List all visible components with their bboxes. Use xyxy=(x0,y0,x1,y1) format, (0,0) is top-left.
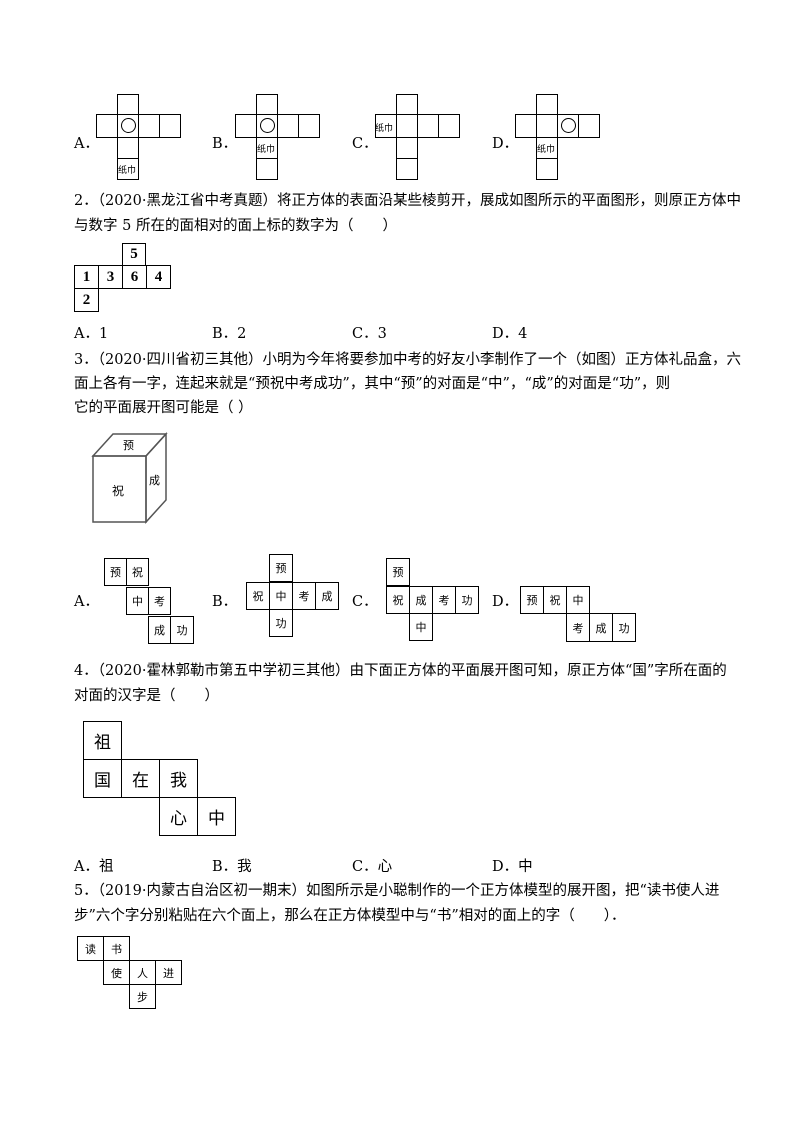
net-cell: 预 xyxy=(520,586,544,614)
net-cell: 3 xyxy=(98,265,123,289)
tissue-label: 纸巾 xyxy=(375,124,394,134)
net-cell: 成 xyxy=(315,582,339,610)
tissue-label: 纸巾 xyxy=(257,145,276,155)
q2-text-line2: 与数字 5 所在的面相对的面上标的数字为（ ） xyxy=(74,218,397,234)
net-cell: 预 xyxy=(269,554,293,582)
q3-option-a-letter: A． xyxy=(74,594,99,610)
net-cell: 考 xyxy=(292,582,316,610)
q1-option-d-letter: D． xyxy=(492,136,519,152)
q3-option-c-net: 预 祝 成 考 功 中 xyxy=(386,558,481,642)
net-cell: 6 xyxy=(122,265,147,289)
cube-outline xyxy=(91,432,168,524)
q4-option-a: A．祖 xyxy=(74,859,114,875)
q4-text-line2: 对面的汉字是（ ） xyxy=(74,688,219,704)
net-cell: 2 xyxy=(74,288,99,312)
net-cell: 预 xyxy=(386,558,410,586)
net-cell: 步 xyxy=(129,984,156,1009)
q3-option-d-letter: D． xyxy=(492,594,519,610)
q2-option-a: A．1 xyxy=(74,326,109,342)
q1-option-c-letter: C． xyxy=(352,136,378,152)
q2-option-c: C．3 xyxy=(352,326,387,342)
net-cell: 成 xyxy=(148,616,171,644)
circle-icon xyxy=(121,118,136,133)
q1-option-b-figure: 纸巾 xyxy=(235,94,335,182)
q3-cube-figure: 预 祝 成 xyxy=(88,430,174,526)
q2-option-b: B．2 xyxy=(212,326,247,342)
net-cell: 中 xyxy=(269,582,293,610)
q3-option-d-net: 预 祝 中 考 成 功 xyxy=(520,586,640,644)
net-cell: 使 xyxy=(103,960,130,985)
circle-icon xyxy=(260,118,275,133)
net-cell: 我 xyxy=(159,759,198,798)
net-cell: 祝 xyxy=(126,558,149,586)
net-cell: 成 xyxy=(589,613,613,642)
net-cell: 1 xyxy=(74,265,99,289)
net-cell: 功 xyxy=(269,609,293,637)
q2-text-line1: 2．（2020·黑龙江省中考真题）将正方体的表面沿某些棱剪开，展成如图所示的平面… xyxy=(74,193,741,209)
net-cell: 中 xyxy=(197,797,236,836)
net-cell: 祖 xyxy=(83,721,122,760)
net-cell: 4 xyxy=(146,265,171,289)
net-cell: 读 xyxy=(77,936,104,961)
net-cell: 祝 xyxy=(386,586,410,614)
net-cell: 国 xyxy=(83,759,122,798)
q1-option-b-letter: B． xyxy=(212,136,238,152)
q1-option-c-figure: 纸巾 xyxy=(375,94,475,182)
q3-option-b-letter: B． xyxy=(212,594,238,610)
net-cell: 预 xyxy=(104,558,127,586)
net-cell: 中 xyxy=(409,613,433,641)
net-cell: 考 xyxy=(566,613,590,642)
q1-option-a-letter: A． xyxy=(74,136,99,152)
net-cell: 心 xyxy=(159,797,198,836)
net-cell: 祝 xyxy=(246,582,270,610)
tissue-label: 纸巾 xyxy=(118,166,137,176)
q4-text-line1: 4．（2020·霍林郭勒市第五中学初三其他）由下面正方体的平面展开图可知，原正方… xyxy=(74,663,727,679)
net-cell: 中 xyxy=(566,586,590,614)
q2-net-figure: 5 1 3 6 4 2 xyxy=(74,243,174,313)
q3-text-line2: 面上各有一字，连起来就是“预祝中考成功”，其中“预”的对面是“中”，“成”的对面… xyxy=(74,376,671,392)
net-cell: 进 xyxy=(155,960,182,985)
q2-option-d: D．4 xyxy=(492,326,528,342)
q1-option-d-figure: 纸巾 xyxy=(515,94,615,182)
net-cell: 功 xyxy=(455,586,479,614)
net-cell: 考 xyxy=(148,587,171,615)
net-cell: 功 xyxy=(170,616,194,644)
q5-text-line1: 5．（2019·内蒙古自治区初一期末）如图所示是小聪制作的一个正方体模型的展开图… xyxy=(74,883,720,899)
net-cell: 祝 xyxy=(543,586,567,614)
net-cell: 成 xyxy=(409,586,433,614)
q3-option-a-net: 预 祝 中 考 成 功 xyxy=(104,558,196,646)
q3-text-line3: 它的平面展开图可能是（ ） xyxy=(74,400,253,416)
circle-icon xyxy=(561,118,576,133)
net-cell: 在 xyxy=(121,759,160,798)
net-cell: 中 xyxy=(126,587,149,615)
q3-option-b-net: 预 祝 中 考 成 功 xyxy=(246,554,341,638)
cube-front-label: 祝 xyxy=(112,484,125,498)
q4-option-b: B．我 xyxy=(212,859,252,875)
cube-side-label: 成 xyxy=(149,474,160,487)
net-cell: 人 xyxy=(129,960,156,985)
q3-option-c-letter: C． xyxy=(352,594,378,610)
q4-option-d: D．中 xyxy=(492,859,533,875)
q4-net-figure: 祖 国 在 我 心 中 xyxy=(83,721,243,841)
q1-option-a-figure: 纸巾 xyxy=(96,94,196,182)
cube-top-label: 预 xyxy=(123,439,134,452)
q5-text-line2: 步”六个字分别粘贴在六个面上，那么在正方体模型中与“书”相对的面上的字（ ）． xyxy=(74,908,626,924)
net-cell: 5 xyxy=(122,243,146,266)
net-cell: 功 xyxy=(612,613,636,642)
q3-text-line1: 3．（2020·四川省初三其他）小明为今年将要参加中考的好友小李制作了一个（如图… xyxy=(74,352,741,368)
net-cell: 书 xyxy=(103,936,130,961)
tissue-label: 纸巾 xyxy=(537,145,556,155)
q5-net-figure: 读 书 使 人 进 步 xyxy=(77,936,187,1016)
net-cell: 考 xyxy=(432,586,456,614)
q4-option-c: C．心 xyxy=(352,859,393,875)
